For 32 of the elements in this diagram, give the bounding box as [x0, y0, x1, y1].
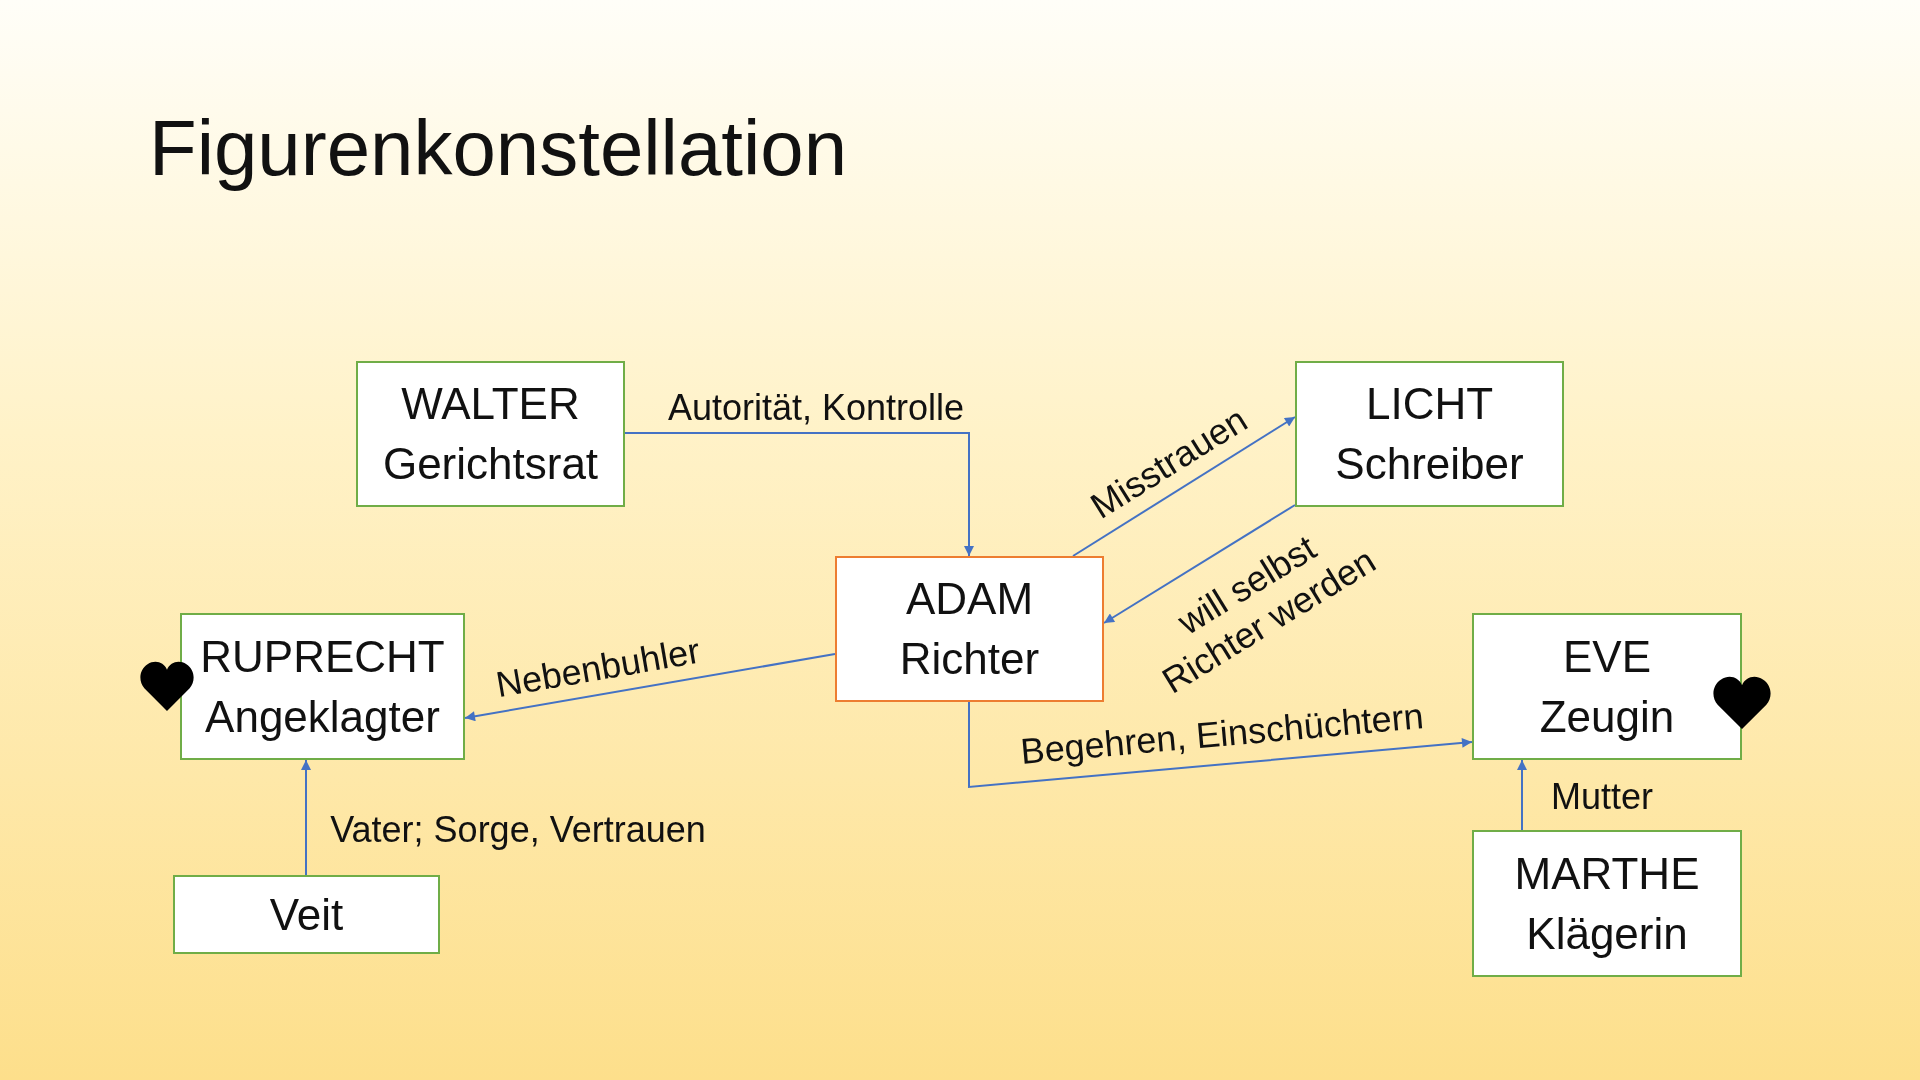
character-box: [1472, 613, 1742, 760]
role-label: Zeugin: [1539, 690, 1675, 743]
edge-label: Nebenbuhler: [492, 629, 704, 707]
character-box: [1295, 361, 1564, 507]
arrow: [1103, 504, 1296, 624]
role-label: Schreiber: [1335, 438, 1524, 490]
edge-label: Vater; Sorge, Vertrauen: [330, 809, 706, 851]
character-box: [180, 613, 465, 760]
name-label: EVE: [1562, 630, 1651, 683]
name-label: LICHT: [1365, 378, 1494, 430]
name-label: RUPRECHT: [200, 630, 445, 683]
name-label: ADAM: [905, 573, 1034, 625]
role-label: Gerichtsrat: [382, 438, 599, 490]
name-label: MARTHE: [1514, 847, 1700, 900]
edge-label: Mutter: [1551, 776, 1653, 818]
arrow: [1517, 759, 1527, 831]
role-label: Richter: [899, 633, 1040, 685]
character-box: [1472, 830, 1742, 977]
arrow: [301, 759, 311, 876]
arrow: [1072, 416, 1296, 557]
edge-label: Begehren, Einschüchtern: [1018, 695, 1426, 773]
name-label: WALTER: [401, 378, 580, 430]
arrow: [968, 701, 1473, 789]
name-label: Veit: [269, 888, 344, 941]
arrow: [624, 432, 974, 557]
role-label: Angeklagter: [205, 690, 440, 743]
role-label: Klägerin: [1526, 907, 1688, 960]
arrow: [464, 653, 836, 722]
edge-label: Autorität, Kontrolle: [667, 387, 965, 429]
character-box: [835, 556, 1104, 702]
character-box: [356, 361, 625, 507]
character-box: [173, 875, 440, 954]
